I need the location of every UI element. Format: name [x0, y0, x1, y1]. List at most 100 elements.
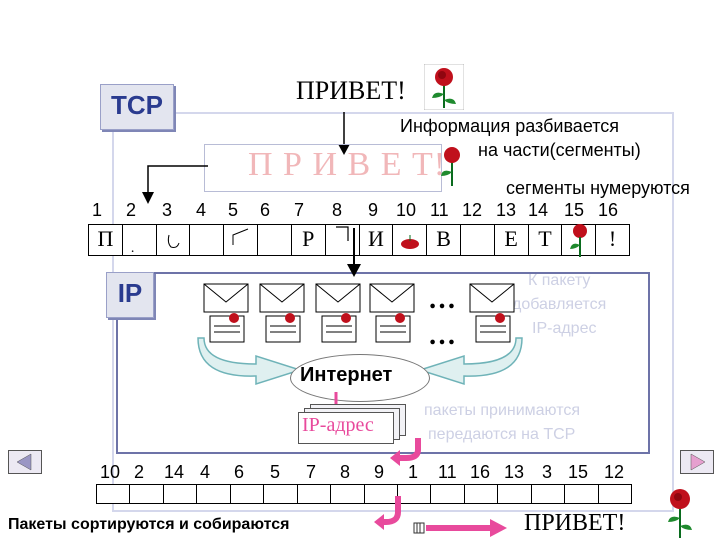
segment-cell: .: [123, 225, 157, 256]
ip-address-label: IP-адрес: [302, 414, 374, 436]
curved-arrow-icon: [417, 337, 523, 386]
arrow-left-icon: [16, 453, 32, 471]
shuffled-number: 4: [200, 462, 211, 482]
packet-cell: [97, 485, 131, 503]
shuffled-numbers: 10 2 14 4 6 5 7 8 9 1 11 16 13 3 15 12: [100, 462, 640, 484]
sorted-caption: Пакеты сортируются и собираются: [8, 516, 290, 533]
ip-address-card: [298, 412, 394, 444]
dots-bottom: …: [428, 320, 456, 351]
segment-cell: Т: [529, 225, 563, 255]
segment-number: 16: [598, 200, 619, 220]
segment-cell: [190, 225, 225, 255]
packet-cell: [130, 485, 164, 503]
packet-cell: [565, 485, 599, 503]
segment-cell: И: [360, 225, 394, 255]
segment-cell: [224, 225, 259, 255]
curved-arrow-icon: [390, 438, 421, 466]
shuffled-number: 7: [306, 462, 317, 482]
shuffled-number: 3: [542, 462, 553, 482]
info-split-line2: на части(сегменты): [478, 140, 641, 160]
curved-arrow-icon: [197, 337, 303, 386]
shuffled-number: 6: [234, 462, 245, 482]
packet-cell: [231, 485, 265, 503]
segment-cell: В: [427, 225, 461, 255]
envelope-icon: [315, 283, 361, 343]
split-box: [204, 144, 442, 192]
info-split-line1: Информация разбивается: [400, 116, 620, 136]
ip-label: IP: [106, 272, 154, 318]
segment-cell: [562, 224, 597, 257]
arrow-down-icon: [338, 112, 350, 155]
segment-number: 14: [528, 200, 549, 220]
segment-number: 11: [430, 200, 449, 220]
shuffled-number: 1: [408, 462, 419, 482]
shuffled-number: 8: [340, 462, 351, 482]
segment-numbers: 1 2 3 4 5 6 7 8 9 10 11 12 13 14 15 16: [92, 200, 632, 222]
packet-strip: [96, 484, 632, 504]
dots-top: …: [428, 284, 456, 315]
envelope-icon: [259, 283, 305, 343]
segment-number: 8: [332, 200, 343, 220]
segment-number: 6: [260, 200, 271, 220]
ip-added-line2: добавляется: [512, 296, 607, 313]
packet-cell: [298, 485, 332, 503]
shuffled-number: 15: [568, 462, 589, 482]
shuffled-number: 14: [164, 462, 185, 482]
segment-number: 13: [496, 200, 517, 220]
ip-added-line3: IP-адрес: [532, 320, 597, 337]
segment-number: 9: [368, 200, 379, 220]
tcp-label: TCP: [100, 84, 174, 130]
packet-cell: [164, 485, 198, 503]
segment-number: 7: [294, 200, 305, 220]
bent-arrow-icon: [142, 165, 208, 204]
segment-number: 5: [228, 200, 239, 220]
segment-number: 10: [396, 200, 417, 220]
segment-cell: П: [89, 225, 123, 255]
segment-cell: !: [608, 226, 617, 251]
greeting-split: П Р И В Е Т!: [248, 146, 447, 183]
shuffled-number: 12: [604, 462, 625, 482]
ip-added-line1: К пакету: [528, 272, 591, 289]
segment-cell: Е: [495, 225, 529, 255]
packet-cell: [331, 485, 365, 503]
segment-cell: [157, 225, 191, 255]
packet-cell: [365, 485, 398, 503]
packet-cell: [197, 485, 231, 503]
shuffled-number: 9: [374, 462, 385, 482]
segment-number: 3: [162, 200, 173, 220]
segment-cell: [326, 225, 360, 255]
packets-received-line2: передаются на TCP: [428, 426, 576, 443]
greeting-bottom: ПРИВЕТ!: [524, 510, 626, 536]
arrow-right-icon: [413, 519, 507, 537]
shuffled-number: 5: [270, 462, 281, 482]
packet-cell: [398, 485, 432, 503]
packet-cell: [599, 485, 631, 503]
ip-frame: [116, 272, 650, 454]
arrow-right-icon: [690, 453, 706, 471]
segments-numbered: сегменты нумеруются: [506, 178, 690, 198]
packet-cell: [465, 485, 499, 503]
segment-number: 2: [126, 200, 137, 220]
segment-cell: [393, 225, 428, 255]
shuffled-number: 2: [134, 462, 145, 482]
curved-arrow-icon: [374, 496, 401, 530]
internet-label: Интернет: [300, 364, 393, 386]
envelope-icon: [469, 283, 515, 343]
rose-icon: [668, 489, 692, 538]
rose-icon: [441, 147, 460, 186]
packet-cell: [264, 485, 298, 503]
packet-cell: [498, 485, 532, 503]
packet-cell: [532, 485, 566, 503]
next-button[interactable]: [680, 450, 714, 474]
packets-received-line1: пакеты принимаются: [424, 402, 581, 419]
shuffled-number: 10: [100, 462, 121, 482]
envelope-icon: [203, 283, 249, 343]
previous-button[interactable]: [8, 450, 42, 474]
segment-strip: П . Р И В Е Т !: [88, 224, 630, 257]
segment-number: 4: [196, 200, 207, 220]
segment-number: 1: [92, 200, 103, 220]
shuffled-number: 16: [470, 462, 491, 482]
shuffled-number: 13: [504, 462, 525, 482]
segment-number: 12: [462, 200, 483, 220]
greeting-top: ПРИВЕТ!: [296, 76, 406, 105]
